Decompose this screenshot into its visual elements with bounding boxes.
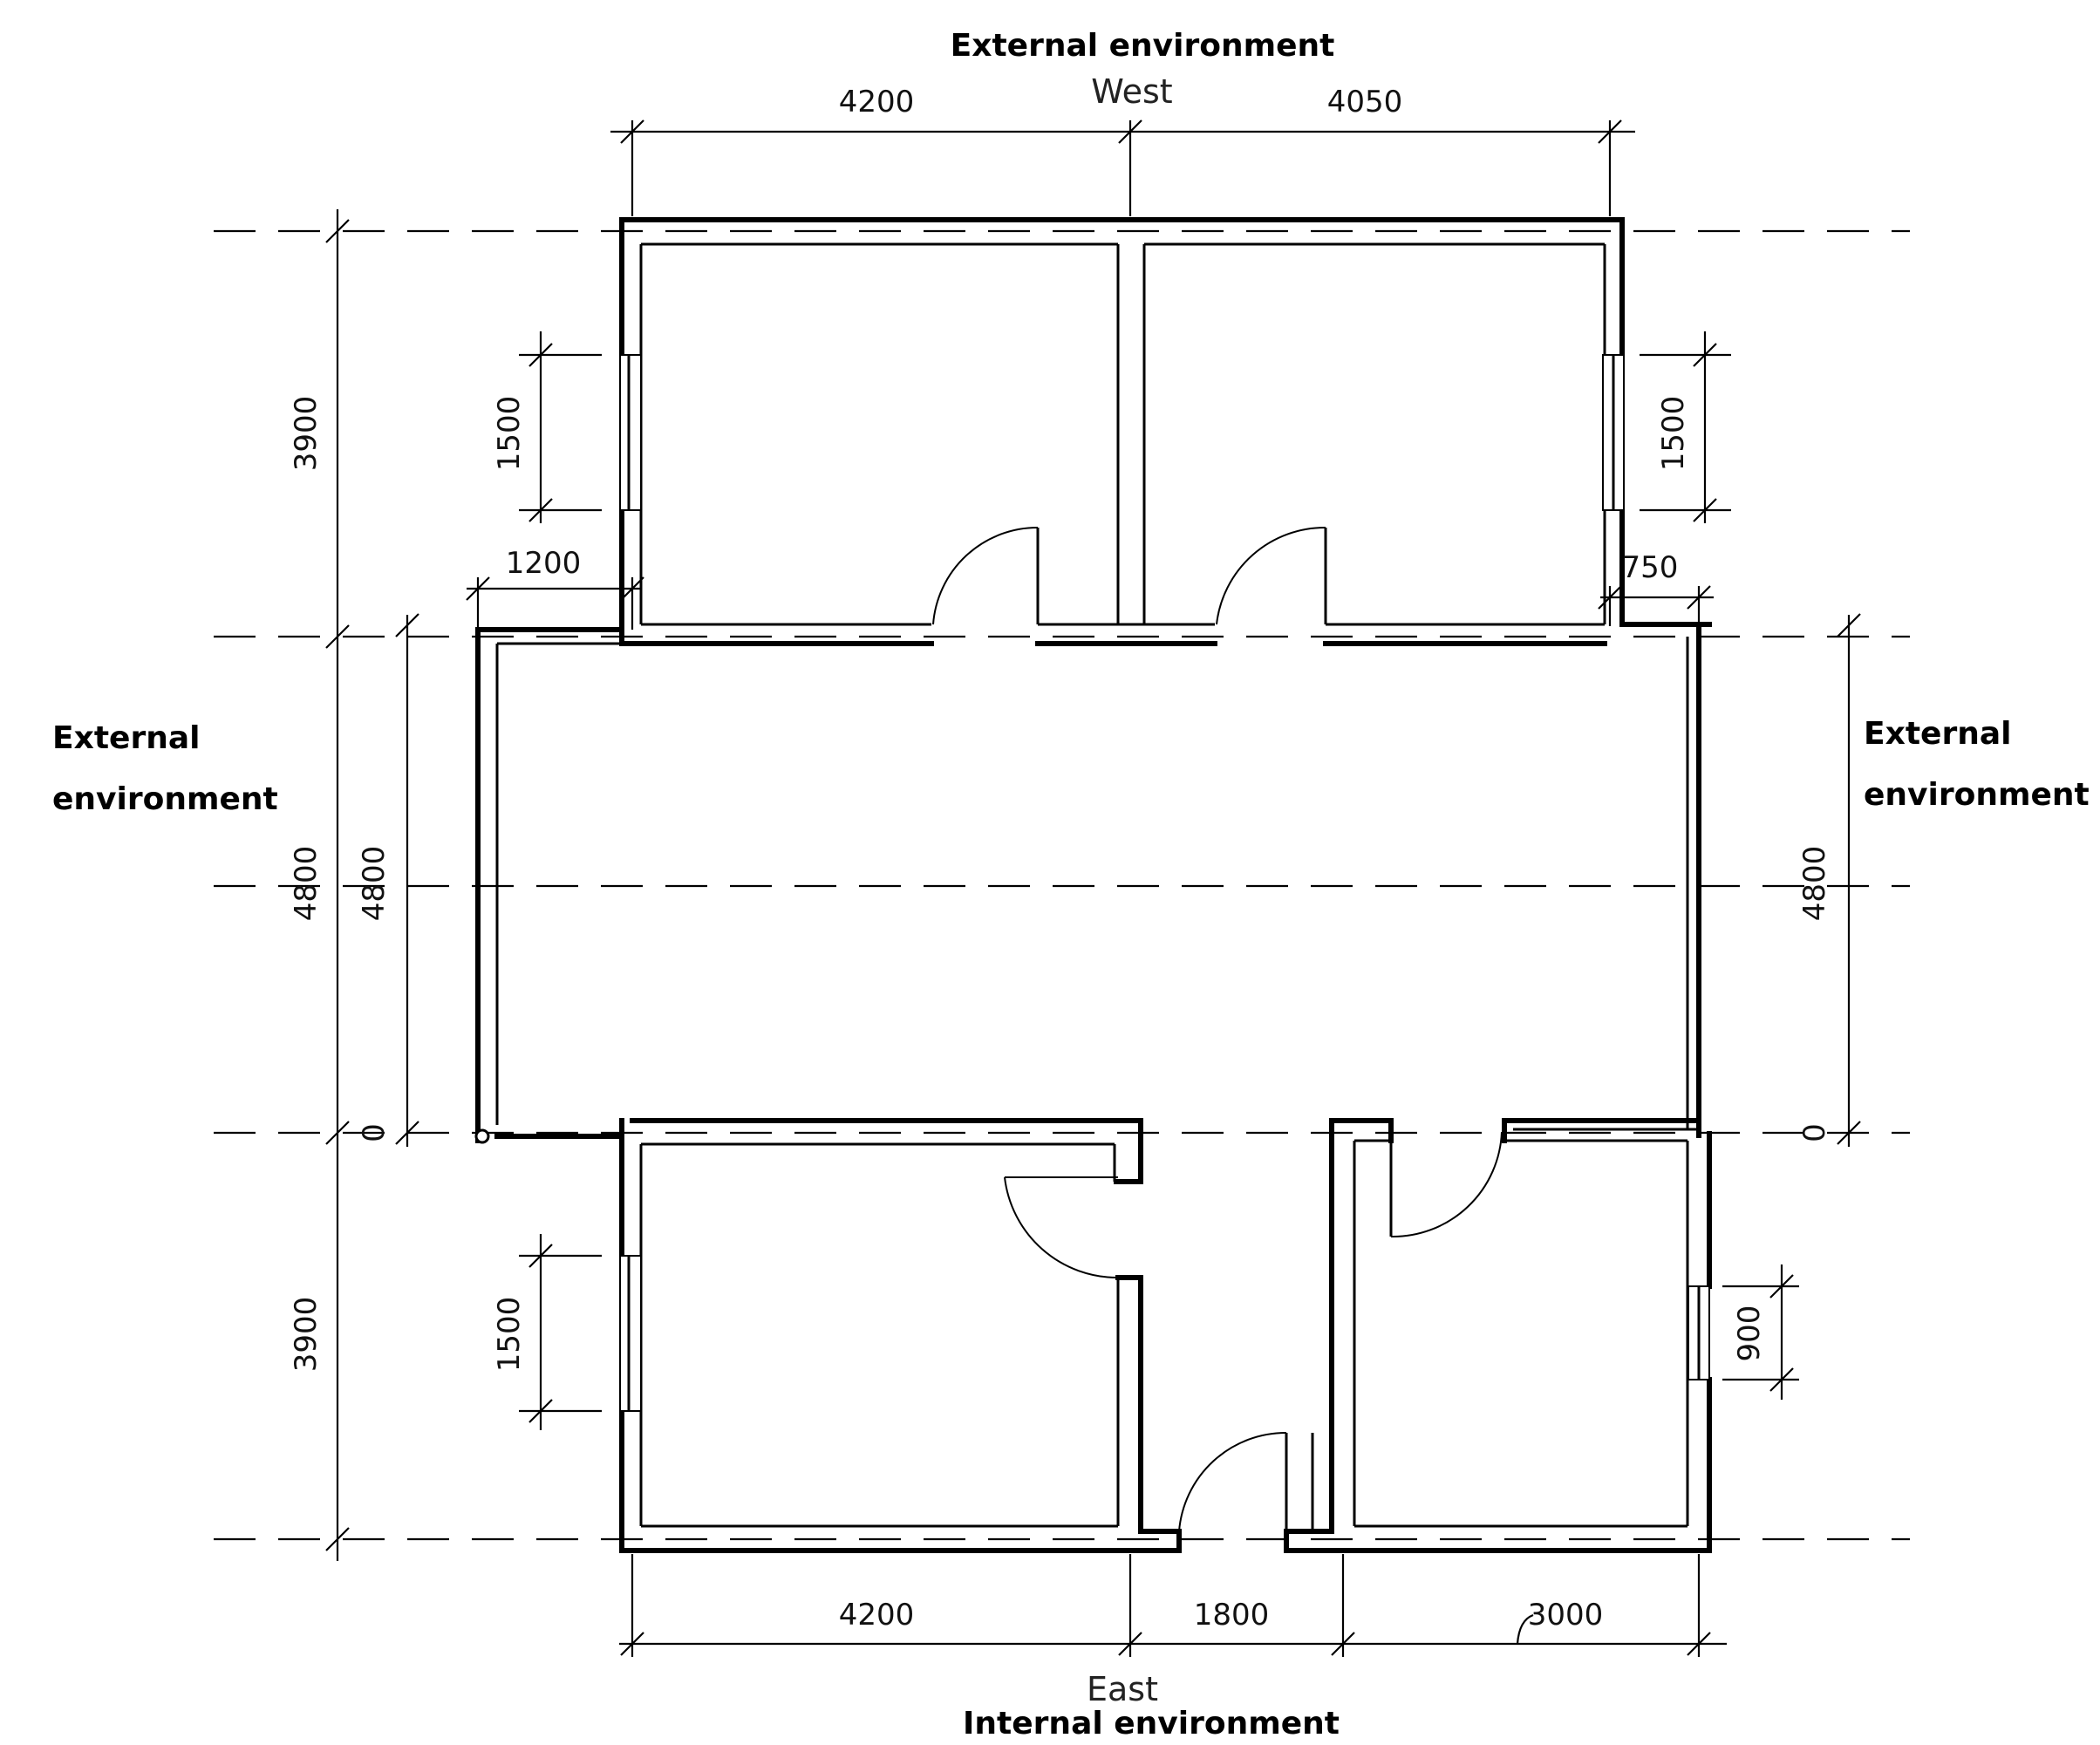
- left-environment-label-line2: environment: [52, 781, 278, 817]
- dim-corridor-right-offset: 750: [1622, 550, 1679, 585]
- left-environment-label-line1: External: [52, 720, 200, 756]
- walls-north-rooms: [619, 217, 1625, 646]
- doors-south: [1004, 1131, 1503, 1532]
- dimension-lines: [325, 119, 1861, 1657]
- dim-corridor-left-offset: 1200: [506, 546, 582, 581]
- windows-south: [619, 1255, 1710, 1412]
- east-direction-label: East: [1087, 1670, 1158, 1708]
- dim-bottom-right: 3000: [1528, 1598, 1604, 1633]
- top-environment-label: External environment: [951, 28, 1335, 64]
- windows-north: [619, 354, 1625, 511]
- dimension-labels: 4200 4050 3900 4800 3900 4800 0 4800 0 1…: [289, 85, 1832, 1633]
- doors-north: [932, 526, 1326, 625]
- dim-right-zero: 0: [1797, 1123, 1832, 1142]
- dim-left-outer-bottom: 3900: [289, 1297, 324, 1373]
- dim-bottom-left: 4200: [839, 1598, 915, 1633]
- walls-south-rooms: [494, 1118, 1712, 1553]
- west-direction-label: West: [1091, 72, 1172, 111]
- dim-top-right: 4050: [1327, 85, 1403, 119]
- dim-right-mid: 4800: [1797, 846, 1832, 922]
- dim-left-outer-mid: 4800: [289, 846, 324, 922]
- dim-window-top-left: 1500: [492, 396, 527, 472]
- dim-window-bottom-left: 1500: [492, 1297, 527, 1373]
- dim-bottom-mid: 1800: [1194, 1598, 1270, 1633]
- dim-left-inner-mid: 4800: [357, 846, 392, 922]
- bottom-environment-label: Internal environment: [963, 1706, 1340, 1742]
- dim-window-bottom-right: 900: [1732, 1305, 1767, 1362]
- walls-corridor: [474, 622, 1712, 1144]
- right-environment-label-line2: environment: [1864, 777, 2090, 813]
- dim-left-inner-zero: 0: [357, 1123, 392, 1142]
- dim-window-top-right: 1500: [1656, 396, 1691, 472]
- dim-top-left: 4200: [839, 85, 915, 119]
- environment-labels: External environment West External envir…: [52, 28, 2090, 1742]
- dim-left-outer-top: 3900: [289, 396, 324, 472]
- right-environment-label-line1: External: [1864, 716, 2011, 752]
